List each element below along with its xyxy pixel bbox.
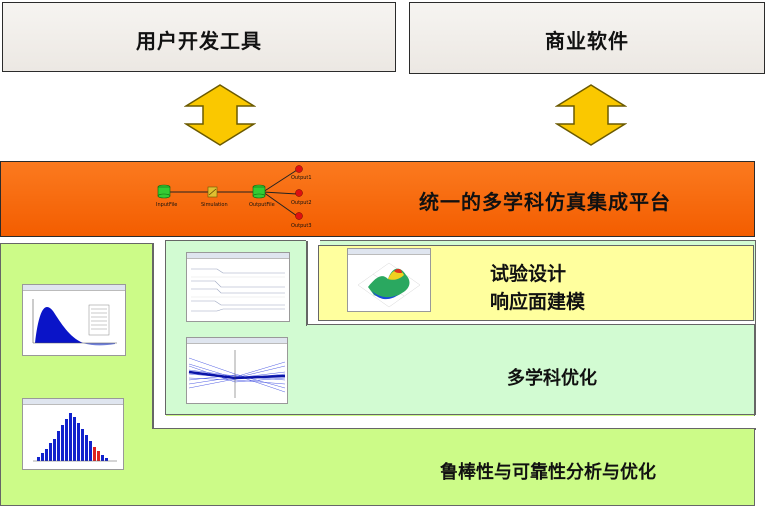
mdo-strip	[307, 325, 755, 415]
robustness-label: 鲁棒性与可靠性分析与优化	[440, 462, 656, 483]
history-plot-thumbnail	[186, 252, 290, 322]
doe-label-line2: 响应面建模	[490, 291, 586, 313]
mdo-label: 多学科优化	[507, 368, 597, 389]
output1-label: Output1	[291, 175, 312, 181]
workflow-diagram: InputFile Simulation OutputFile Output1 …	[156, 165, 312, 229]
doe-label-line1: 试验设计	[490, 263, 567, 285]
distribution-thumbnail	[22, 284, 126, 356]
robustness-reliability-strip	[152, 428, 755, 506]
user-dev-tools-box: 用户开发工具	[2, 2, 396, 72]
input-file-node-icon	[157, 184, 171, 199]
response-surface-thumbnail	[347, 248, 431, 312]
double-arrow-left-icon	[184, 84, 256, 146]
output1-node-icon	[295, 165, 303, 173]
platform-title: 统一的多学科仿真集成平台	[419, 190, 671, 214]
double-arrow-right-icon	[555, 84, 627, 146]
commercial-software-box: 商业软件	[409, 2, 765, 74]
input-file-label: InputFile	[156, 202, 177, 208]
user-dev-tools-title: 用户开发工具	[136, 29, 262, 53]
commercial-software-title: 商业软件	[545, 29, 629, 53]
output2-label: Output2	[291, 200, 312, 206]
output-file-node-icon	[252, 184, 266, 199]
histogram-thumbnail	[22, 398, 124, 470]
output3-label: Output3	[291, 223, 312, 229]
parallel-coordinates-thumbnail	[186, 337, 288, 404]
output2-node-icon	[295, 189, 303, 197]
integration-platform-bar: InputFile Simulation OutputFile Output1 …	[0, 161, 755, 237]
simulation-node-icon	[207, 186, 218, 198]
output3-node-icon	[295, 212, 303, 220]
output-file-label: OutputFile	[249, 202, 275, 208]
simulation-label: Simulation	[201, 202, 228, 208]
